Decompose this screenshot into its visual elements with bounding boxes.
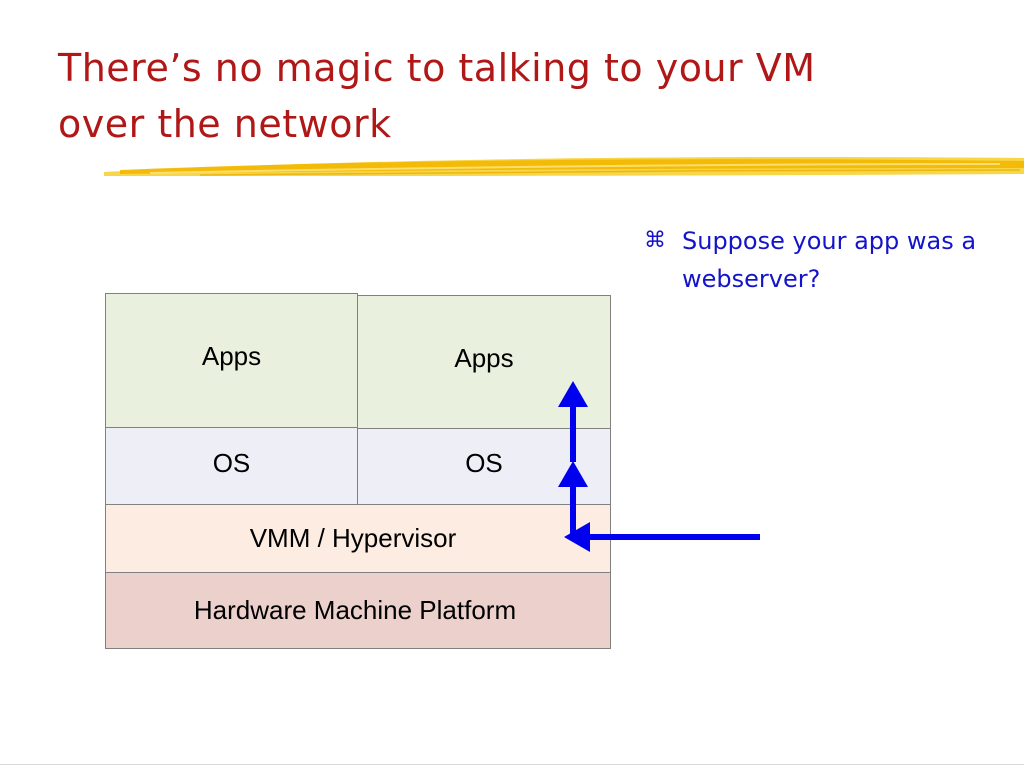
vmm-hypervisor-box: VMM / Hypervisor [105, 504, 611, 573]
vm2-apps-label: Apps [454, 342, 514, 373]
title-line-2: over the network [58, 102, 392, 146]
slide-title: There’s no magic to talking to your VM o… [58, 40, 958, 152]
title-underline-brush [104, 156, 1024, 176]
vm2-os-box: OS [357, 428, 611, 505]
vm2-os-label: OS [465, 448, 503, 478]
vmm-to-os-arrow-head [558, 461, 588, 487]
os-to-apps-arrow-head [558, 381, 588, 407]
title-line-1: There’s no magic to talking to your VM [58, 46, 816, 90]
bullet-text: Suppose your app was a webserver? [682, 227, 977, 293]
hardware-platform-box: Hardware Machine Platform [105, 572, 611, 649]
hardware-platform-label: Hardware Machine Platform [193, 595, 517, 625]
vmm-hypervisor-label: VMM / Hypervisor [249, 523, 457, 553]
vm1-os-label: OS [212, 447, 251, 478]
vm1-apps-label: Apps [201, 341, 262, 371]
incoming-arrow-head [564, 522, 590, 552]
footer-divider [0, 764, 1024, 765]
bullet-icon: ⌘ [644, 228, 666, 253]
